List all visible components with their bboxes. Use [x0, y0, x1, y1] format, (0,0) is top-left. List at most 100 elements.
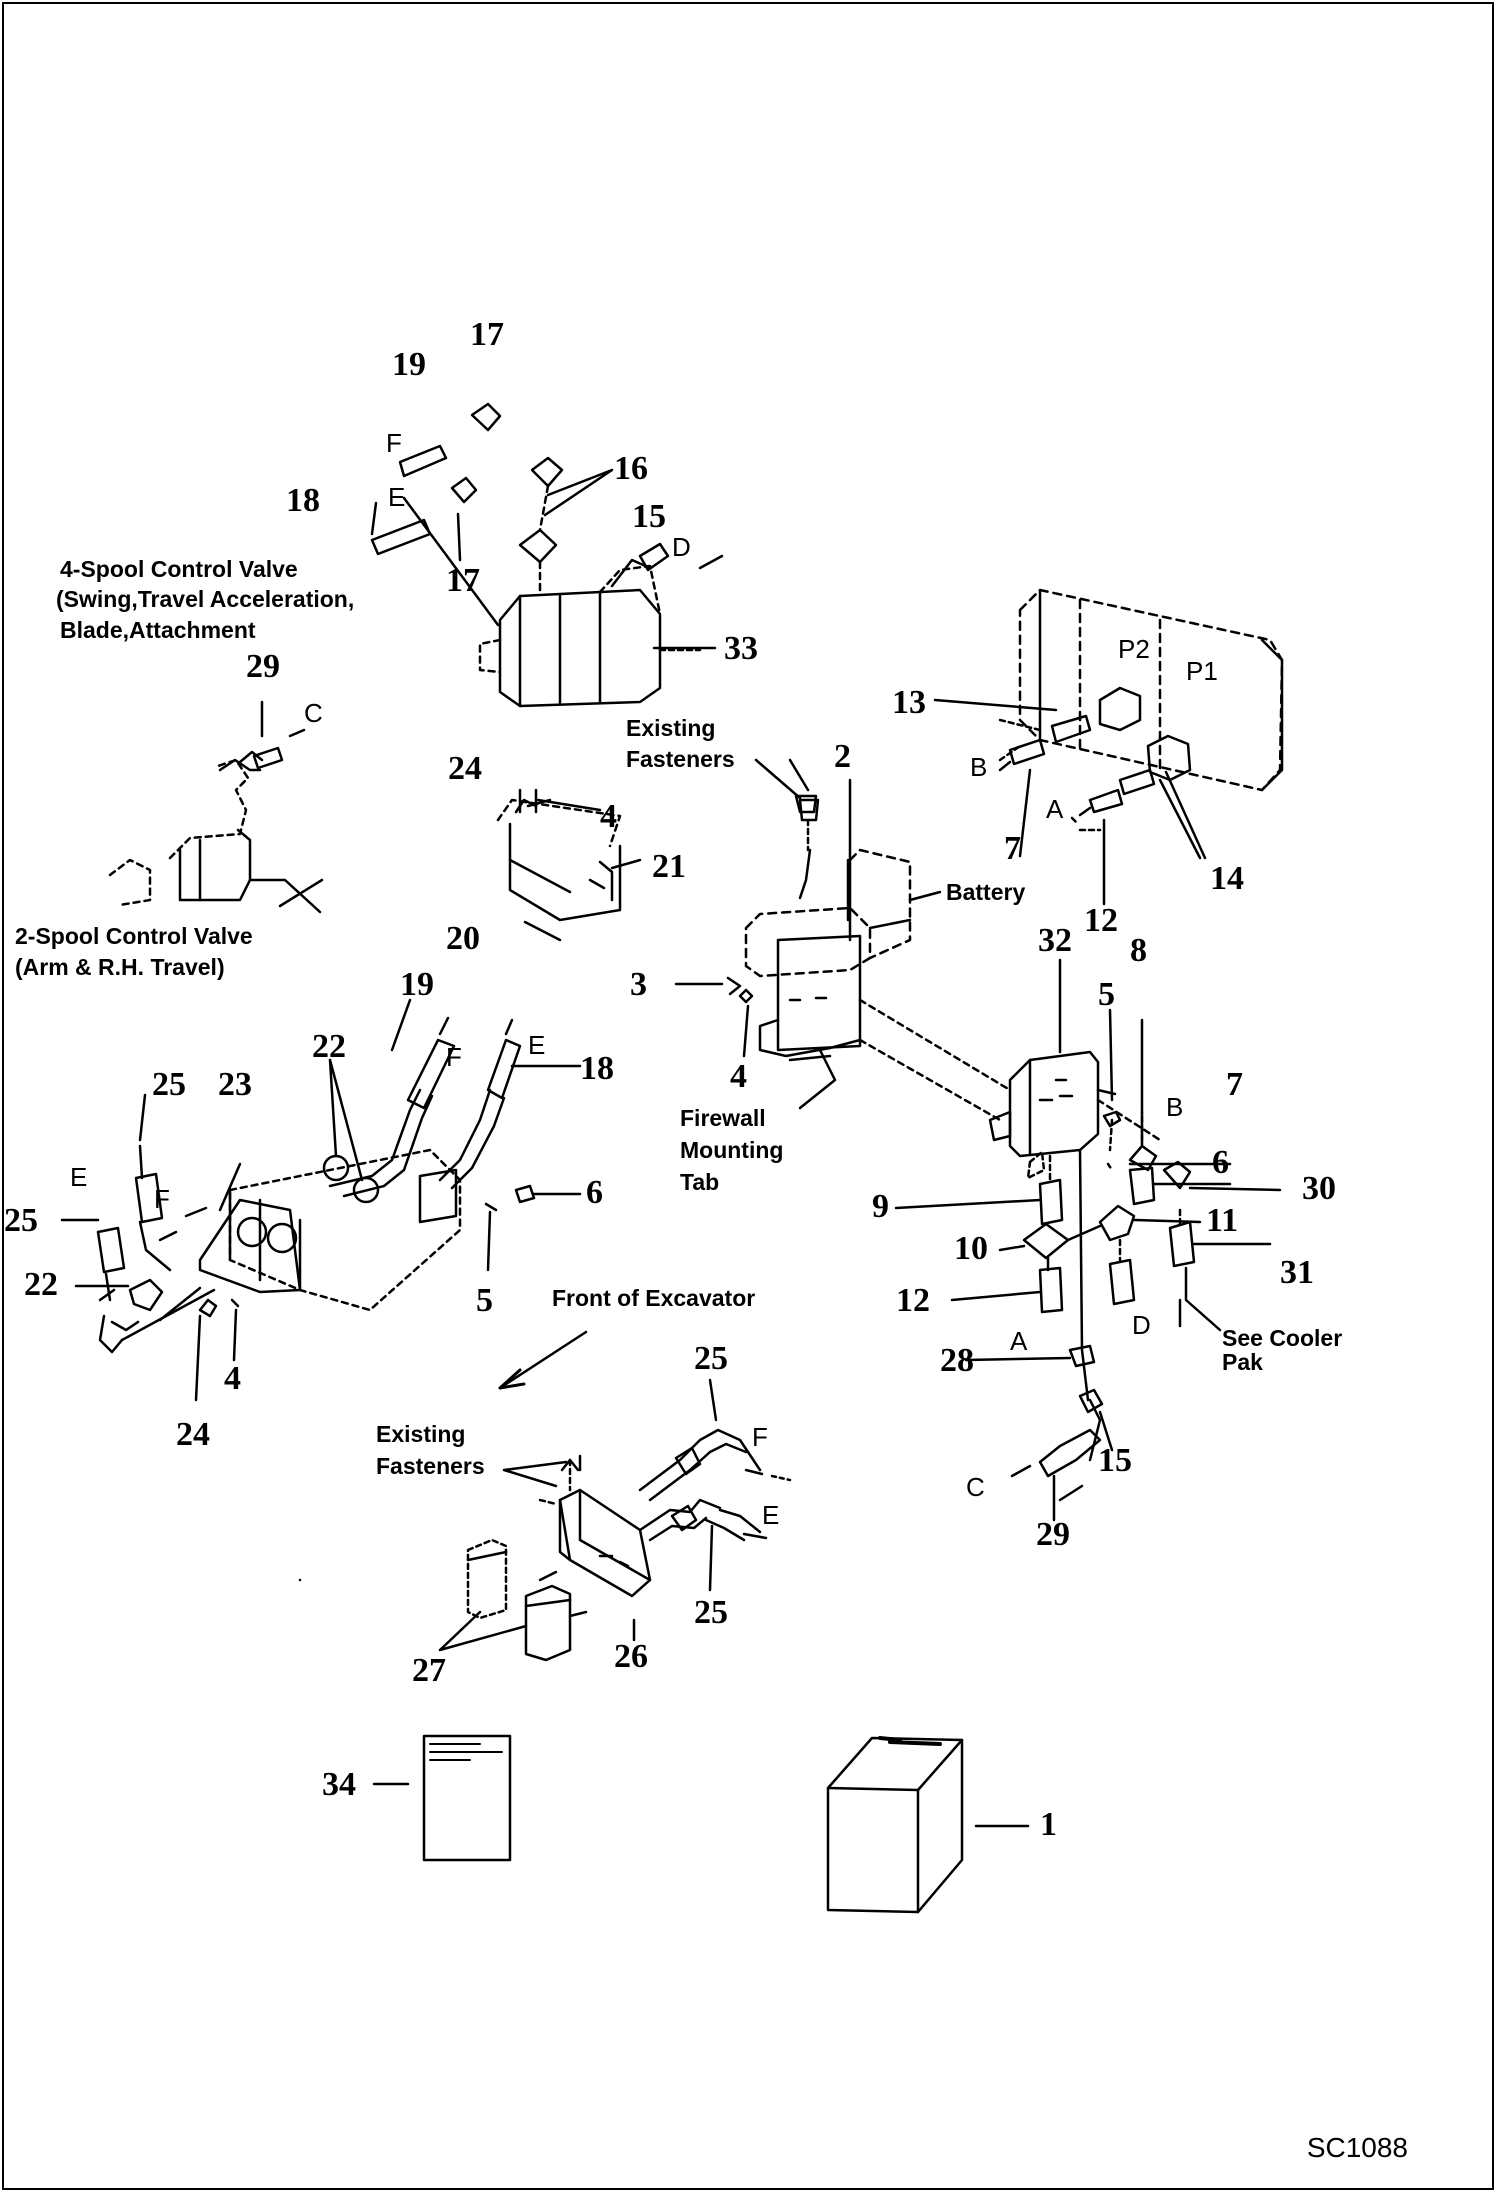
callout-25-bottom-top: 25 — [694, 1340, 728, 1377]
hose-end-f-mid: F — [446, 1042, 462, 1072]
callout-2: 2 — [834, 738, 851, 775]
callout-6-mid: 6 — [586, 1174, 603, 1211]
hose-end-b-left: B — [970, 752, 988, 782]
note-four-spool-line1: 4-Spool Control Valve — [60, 556, 298, 582]
firewall-bracket — [758, 758, 862, 1110]
note-firewall-line3: Tab — [680, 1169, 720, 1195]
callout-14: 14 — [1210, 860, 1244, 897]
callout-16: 16 — [614, 450, 648, 487]
callout-7-right: 7 — [1226, 1066, 1243, 1103]
note-four-spool-line3: Blade,Attachment — [60, 617, 256, 643]
callout-23: 23 — [218, 1066, 252, 1103]
hose-end-a-left: A — [1046, 794, 1064, 824]
note-two-spool-line1: 2-Spool Control Valve — [15, 923, 253, 949]
callout-18-top: 18 — [286, 482, 320, 519]
callout-9: 9 — [872, 1188, 889, 1225]
callout-6-right: 6 — [1212, 1144, 1229, 1181]
callout-29-lower: 29 — [1036, 1516, 1070, 1553]
note-existing-fasteners-top-line2: Fasteners — [626, 746, 735, 772]
hydraulic-pump — [933, 588, 1284, 906]
callout-20: 20 — [446, 920, 480, 957]
callout-10: 10 — [954, 1230, 988, 1267]
note-existing-fasteners-bottom-line1: Existing — [376, 1421, 466, 1447]
front-arrow — [498, 1330, 588, 1390]
hose-end-a-right: A — [1010, 1326, 1028, 1356]
callout-12-lower: 12 — [896, 1282, 930, 1319]
callout-22-left: 22 — [24, 1266, 58, 1303]
callout-17-lower: 17 — [446, 562, 480, 599]
note-firewall-line2: Mounting — [680, 1137, 784, 1163]
note-front-of-excavator: Front of Excavator — [552, 1285, 756, 1311]
callout-22-mid: 22 — [312, 1028, 346, 1065]
callout-28: 28 — [940, 1342, 974, 1379]
battery-outline — [744, 848, 942, 978]
note-see-cooler-line1: See Cooler — [1222, 1325, 1343, 1351]
manifold-block — [858, 958, 1282, 1522]
firewall-fasteners — [674, 976, 754, 1058]
existing-fasteners-bolt — [754, 758, 818, 814]
hose-end-f-bottom: F — [752, 1422, 768, 1452]
callout-8: 8 — [1130, 932, 1147, 969]
operator-manual — [372, 1734, 512, 1862]
callout-12-pump: 12 — [1084, 902, 1118, 939]
hose-end-d-right: D — [1132, 1310, 1151, 1340]
callout-30: 30 — [1302, 1170, 1336, 1207]
hose-end-c-top: C — [304, 698, 323, 728]
hose-end-e-top: E — [388, 482, 406, 512]
callout-15-top: 15 — [632, 498, 666, 535]
battery-tray — [496, 788, 642, 942]
callout-27: 27 — [412, 1652, 446, 1689]
note-firewall-line1: Firewall — [680, 1105, 766, 1131]
callout-32: 32 — [1038, 922, 1072, 959]
note-two-spool-line2: (Arm & R.H. Travel) — [15, 954, 225, 980]
hose-end-c-right: C — [966, 1472, 985, 1502]
callout-15-lower: 15 — [1098, 1442, 1132, 1479]
callout-5-mid: 5 — [476, 1282, 493, 1319]
callout-29-top: 29 — [246, 648, 280, 685]
hose-end-e-mid: E — [528, 1030, 546, 1060]
callout-19-mid: 19 — [400, 966, 434, 1003]
hose-end-f-left: F — [154, 1184, 170, 1214]
hose-end-d-top: D — [672, 532, 691, 562]
callout-25-bottom-lower: 25 — [694, 1594, 728, 1631]
callout-24-bottom: 24 — [176, 1416, 210, 1453]
port-p2-label: P2 — [1118, 634, 1150, 664]
left-bracket-assembly — [60, 998, 582, 1402]
callout-18-mid: 18 — [580, 1050, 614, 1087]
hose-end-b-right: B — [1166, 1092, 1184, 1122]
callout-7-pump: 7 — [1004, 830, 1021, 867]
hose-end-e-bottom: E — [762, 1500, 780, 1530]
note-see-cooler-line2: Pak — [1222, 1349, 1263, 1375]
callout-4-firewall: 4 — [730, 1058, 747, 1095]
callout-26: 26 — [614, 1638, 648, 1675]
port-p1-label: P1 — [1186, 656, 1218, 686]
hose-end-f-top: F — [386, 428, 402, 458]
manifold-fastener-5 — [1108, 1008, 1114, 1102]
callout-31: 31 — [1280, 1254, 1314, 1291]
four-spool-control-valve — [370, 402, 724, 708]
callout-25-upper: 25 — [152, 1066, 186, 1103]
note-existing-fasteners-top-line1: Existing — [626, 715, 716, 741]
callout-24-top: 24 — [448, 750, 482, 787]
note-existing-fasteners-bottom-line2: Fasteners — [376, 1453, 485, 1479]
note-battery: Battery — [946, 879, 1026, 905]
parts-box — [826, 1736, 1030, 1914]
bottom-bracket-assembly — [438, 1378, 792, 1662]
hose-end-e-left: E — [70, 1162, 88, 1192]
callout-13: 13 — [892, 684, 926, 721]
callout-25-left: 25 — [4, 1202, 38, 1239]
callout-21: 21 — [652, 848, 686, 885]
callout-4-bottom: 4 — [224, 1360, 241, 1397]
callout-34: 34 — [322, 1766, 356, 1803]
callout-19-top: 19 — [392, 346, 426, 383]
two-spool-control-valve — [108, 700, 322, 914]
callout-4-tray: 4 — [600, 798, 617, 835]
callout-5-manifold: 5 — [1098, 976, 1115, 1013]
note-four-spool-line2: (Swing,Travel Acceleration, — [56, 586, 355, 612]
callout-11: 11 — [1206, 1202, 1239, 1239]
callout-17-top: 17 — [470, 316, 504, 353]
drawing-code: SC1088 — [1306, 2132, 1408, 2163]
callout-3: 3 — [630, 966, 647, 1003]
